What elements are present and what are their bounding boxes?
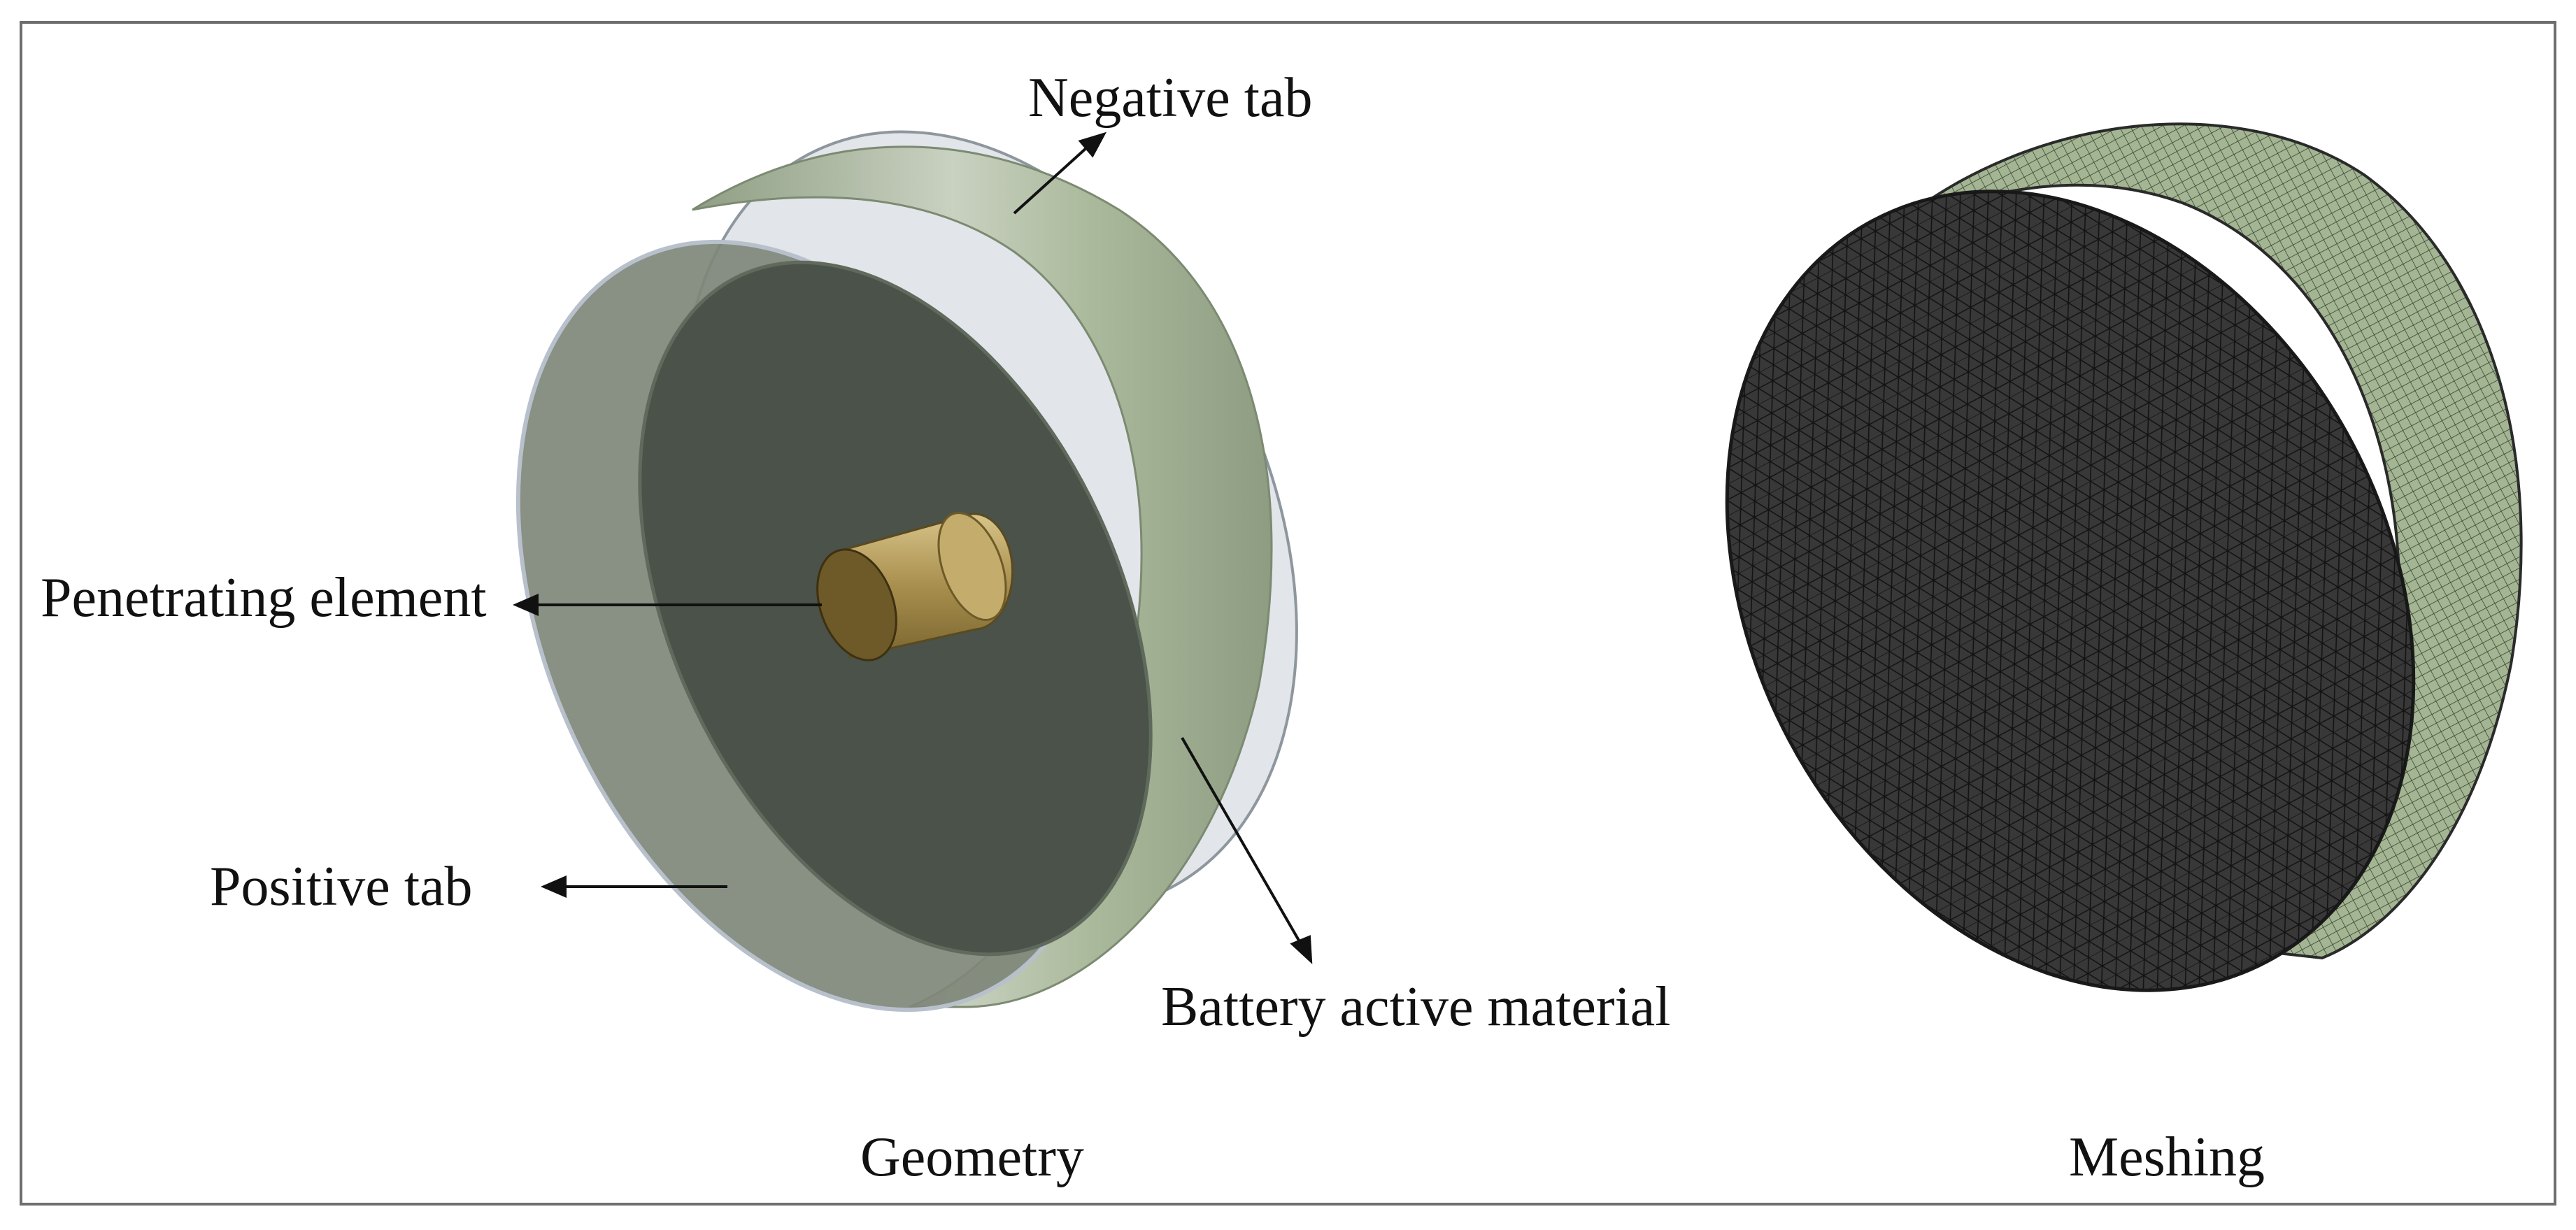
meshing-caption: Meshing <box>2069 1127 2265 1188</box>
mesh-side-band <box>1887 122 2523 960</box>
meshing-model <box>1725 122 2523 992</box>
negative-tab-arrow <box>1013 145 1089 215</box>
battery-active-material-label: Battery active material <box>1161 976 1671 1038</box>
negative-tab-label: Negative tab <box>1028 67 1313 129</box>
geometry-model <box>515 130 1298 1013</box>
mesh-front-face <box>1725 189 2416 992</box>
penetrating-element <box>816 511 1014 662</box>
leader-arrows <box>512 131 1313 964</box>
figure-frame <box>20 21 2556 1206</box>
penetrating-element-label: Penetrating element <box>41 567 487 629</box>
positive-tab-label: Positive tab <box>210 856 473 917</box>
battery-active-material-arrow <box>1181 737 1302 945</box>
geometry-caption: Geometry <box>860 1127 1084 1188</box>
